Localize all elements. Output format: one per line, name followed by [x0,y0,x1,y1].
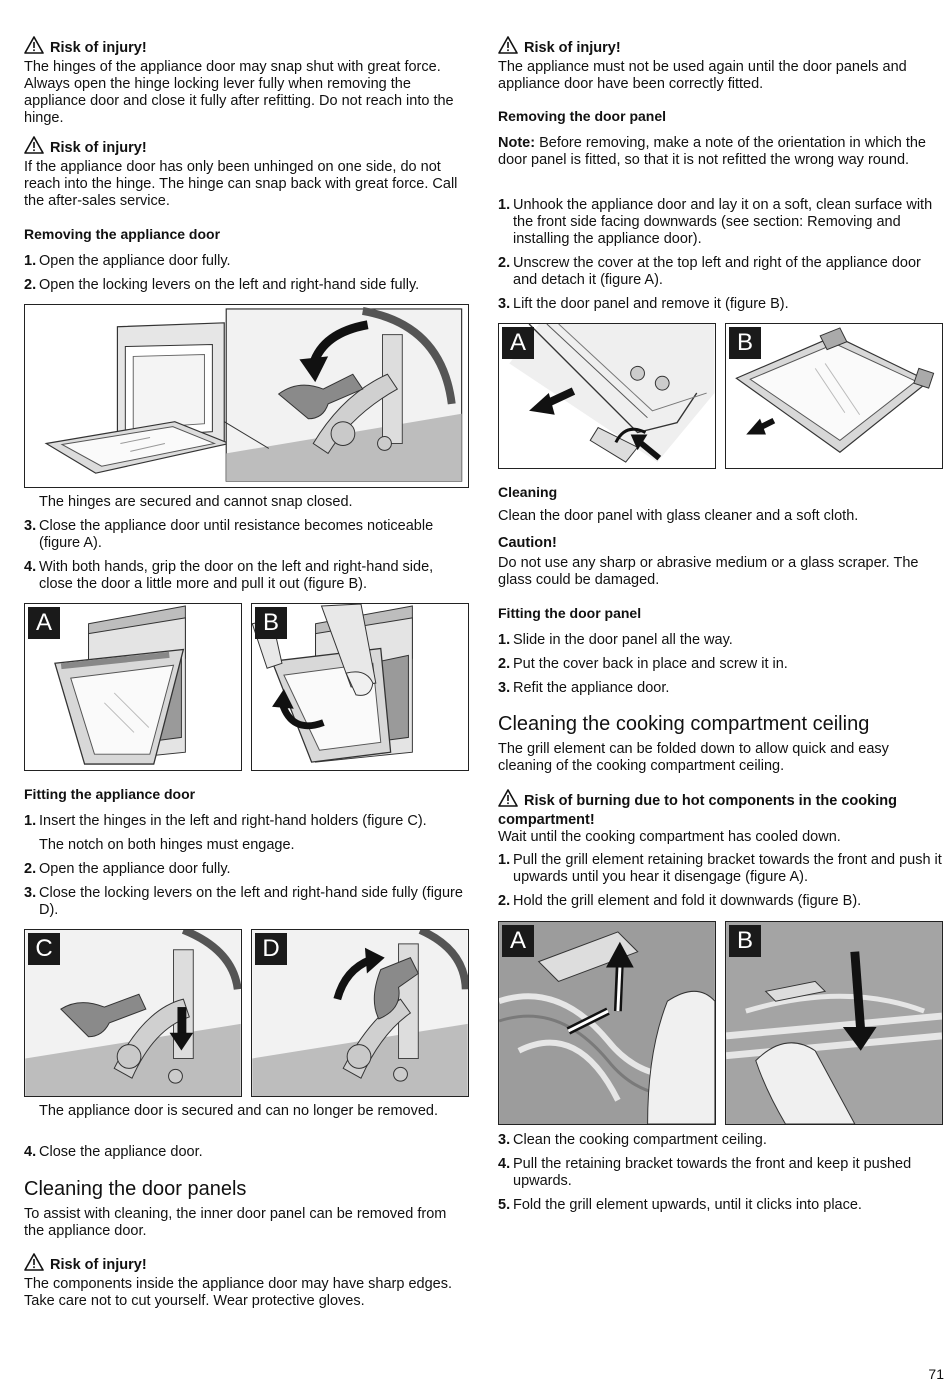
warning-title: Risk of injury! [50,40,147,56]
note-label: Note: [498,135,536,151]
figure-label: C [28,933,60,965]
figure-label: A [502,925,534,957]
list-item: 2.Hold the grill element and fold it dow… [498,893,862,909]
list-item: 1.Insert the hinges in the left and righ… [24,813,427,829]
list-item: 4.With both hands, grip the door on the … [24,559,434,592]
removing-panel-heading: Removing the door panel [498,108,667,124]
list-item: 2.Unscrew the cover at the top left and … [498,255,921,288]
warning-text: The components inside the appliance door… [24,1276,453,1309]
figure-label: A [28,607,60,639]
figure-b-lift-panel: B [725,323,943,469]
warning-triangle-icon [24,136,44,159]
list-item: 5.Fold the grill element upwards, until … [498,1197,862,1213]
warning-triangle-icon [24,36,44,59]
section-heading: Cleaning the cooking compartment ceiling [498,713,870,735]
secured-note: The appliance door is secured and can no… [39,1103,439,1119]
panels-intro: To assist with cleaning, the inner door … [24,1206,447,1239]
warning-burning: Risk of burning due to hot components in… [498,789,944,846]
figure-b-door-pull-out: B [251,603,469,771]
figure-a-door-resistance: A [24,603,242,771]
figure-a-grill-bracket: A [498,921,716,1125]
figure-a-unscrew-cover: A [498,323,716,469]
page-number: 71 [928,1366,944,1382]
figure-c-insert-hinge: C [24,929,242,1097]
warning-title: Risk of injury! [524,40,621,56]
list-item: 4.Close the appliance door. [24,1144,203,1160]
warning-text: If the appliance door has only been unhi… [24,159,458,209]
figure-hinge-open [24,304,469,488]
list-item: 4.Pull the retaining bracket towards the… [498,1156,912,1189]
list-item: 3.Lift the door panel and remove it (fig… [498,296,789,312]
warning-one-side-unhinged: Risk of injury! If the appliance door ha… [24,136,470,210]
ceiling-intro: The grill element can be folded down to … [498,741,889,774]
figure-d-close-lever: D [251,929,469,1097]
warning-hinge-snap: Risk of injury! The hinges of the applia… [24,36,470,127]
warning-sharp-edges: Risk of injury! The components inside th… [24,1253,470,1310]
list-item: 2.Open the appliance door fully. [24,861,231,877]
figure-label: B [255,607,287,639]
fitting-door-heading: Fitting the appliance door [24,786,196,802]
list-item: 1.Slide in the door panel all the way. [498,632,733,648]
warning-triangle-icon [498,789,518,812]
warning-text: Wait until the cooking compartment has c… [498,829,841,845]
cleaning-text: Clean the door panel with glass cleaner … [498,508,859,524]
warning-title: Risk of burning due to hot components in… [498,793,897,828]
figure-b-fold-grill: B [725,921,943,1125]
figure-label: A [502,327,534,359]
figure-label: D [255,933,287,965]
figure-label: B [729,327,761,359]
list-item: 3.Clean the cooking compartment ceiling. [498,1132,767,1148]
list-item: 3.Close the locking levers on the left a… [24,885,463,918]
notch-note: The notch on both hinges must engage. [39,837,295,853]
list-item: 1.Open the appliance door fully. [24,253,231,269]
list-item: 3.Refit the appliance door. [498,680,670,696]
warning-title: Risk of injury! [50,140,147,156]
warning-not-used-again: Risk of injury! The appliance must not b… [498,36,944,93]
figure-label: B [729,925,761,957]
warning-triangle-icon [24,1253,44,1276]
removing-door-heading: Removing the appliance door [24,226,221,242]
fitting-panel-heading: Fitting the door panel [498,605,642,621]
warning-triangle-icon [498,36,518,59]
caution-text: Do not use any sharp or abrasive medium … [498,555,919,588]
list-item: 1.Pull the grill element retaining brack… [498,852,942,885]
section-heading: Cleaning the door panels [24,1178,247,1200]
cleaning-heading: Cleaning [498,484,558,500]
caution-heading: Caution! [498,535,557,551]
orientation-note: Note: Before removing, make a note of th… [498,135,926,168]
list-item: 2.Open the locking levers on the left an… [24,277,420,293]
list-item: 2.Put the cover back in place and screw … [498,656,788,672]
list-item: 1.Unhook the appliance door and lay it o… [498,197,933,247]
hinges-secured-note: The hinges are secured and cannot snap c… [39,494,353,510]
warning-title: Risk of injury! [50,1257,147,1273]
list-item: 3.Close the appliance door until resista… [24,518,434,551]
warning-text: The hinges of the appliance door may sna… [24,59,454,126]
warning-text: The appliance must not be used again unt… [498,59,907,92]
